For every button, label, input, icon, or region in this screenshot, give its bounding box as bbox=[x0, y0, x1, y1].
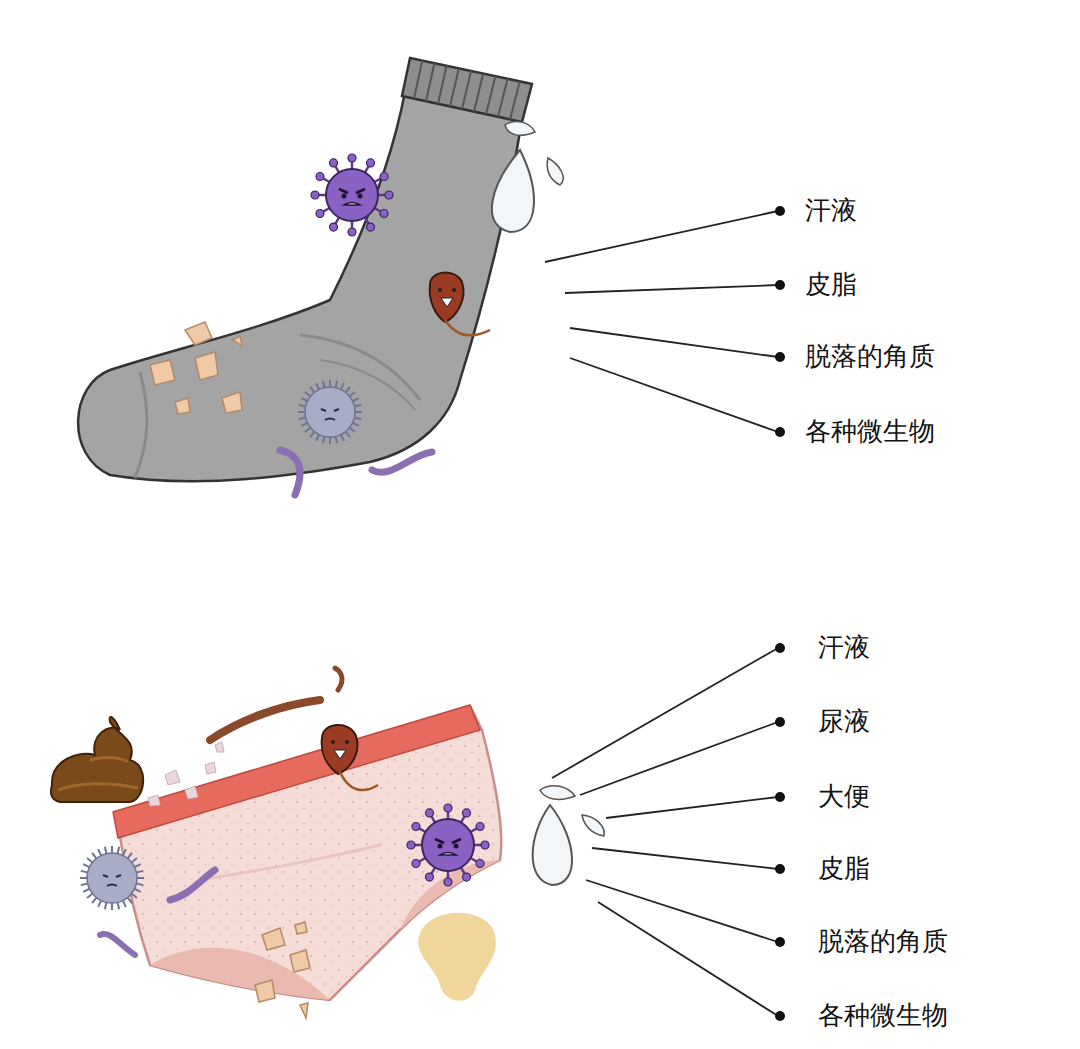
leader-dots bbox=[775, 206, 785, 1021]
worms bbox=[280, 450, 432, 495]
toe-seam bbox=[135, 372, 147, 478]
sock-body bbox=[78, 92, 522, 481]
cuff-ribs bbox=[414, 61, 520, 120]
skin-flakes bbox=[255, 922, 310, 1018]
urine-stain bbox=[418, 913, 496, 1001]
leader-lines bbox=[545, 211, 778, 1016]
sweat-drop bbox=[582, 815, 604, 836]
virus bbox=[407, 804, 489, 886]
microbe bbox=[80, 846, 144, 910]
sweat-drop bbox=[533, 805, 572, 885]
part-label: 皮脂 bbox=[818, 853, 870, 884]
stain-specks bbox=[115, 706, 501, 1000]
part-label: 汗液 bbox=[818, 632, 870, 663]
sweat-drop bbox=[547, 158, 563, 185]
skin-flakes bbox=[150, 322, 242, 414]
sock bbox=[78, 58, 532, 481]
part-label: 脱落的角质 bbox=[805, 341, 935, 372]
part-label: 各种微生物 bbox=[818, 1000, 948, 1031]
sebum-blob bbox=[322, 725, 378, 790]
underwear-body bbox=[115, 706, 501, 1000]
sock-cuff bbox=[402, 58, 532, 122]
part-label: 脱落的角质 bbox=[818, 926, 948, 957]
sebum-blob bbox=[430, 273, 490, 336]
sweat-drop bbox=[505, 121, 535, 135]
part-label: 大便 bbox=[818, 781, 870, 812]
part-label: 皮脂 bbox=[805, 269, 857, 300]
sweat-drop bbox=[540, 786, 575, 800]
microbe bbox=[298, 380, 362, 444]
leg-band bbox=[150, 948, 330, 1000]
sweat-drop bbox=[492, 150, 534, 232]
part-label: 尿液 bbox=[818, 706, 870, 737]
part-label: 汗液 bbox=[805, 195, 857, 226]
poop bbox=[51, 717, 143, 802]
flakes bbox=[148, 742, 224, 806]
worms bbox=[100, 668, 342, 955]
fold bbox=[200, 845, 380, 880]
part-label: 各种微生物 bbox=[805, 416, 935, 447]
waistband bbox=[113, 705, 480, 838]
underwear bbox=[113, 705, 501, 1000]
virus bbox=[311, 154, 393, 236]
